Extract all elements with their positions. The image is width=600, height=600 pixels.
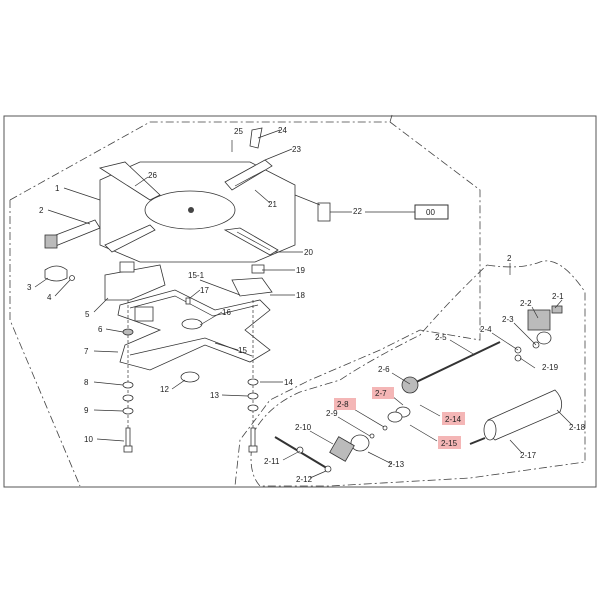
label-2: 2 bbox=[39, 206, 44, 215]
label-2-8: 2-8 bbox=[337, 400, 349, 409]
label-3: 3 bbox=[27, 283, 32, 292]
bolt-stack-right bbox=[247, 300, 259, 453]
label-2-7: 2-7 bbox=[375, 389, 387, 398]
highlight-2-7 bbox=[372, 387, 394, 399]
highlight-2-15 bbox=[438, 436, 461, 449]
part-3 bbox=[44, 265, 68, 282]
label-2-5: 2-5 bbox=[435, 333, 447, 342]
label-7: 7 bbox=[84, 347, 89, 356]
part-5 bbox=[104, 264, 166, 301]
label-2-13: 2-13 bbox=[388, 460, 405, 469]
label-26: 26 bbox=[148, 171, 157, 180]
label-1: 1 bbox=[55, 184, 60, 193]
label-15: 15 bbox=[238, 346, 247, 355]
label-2-18: 2-18 bbox=[569, 423, 586, 432]
highlight-2-8 bbox=[334, 398, 356, 410]
label-2-4: 2-4 bbox=[480, 325, 492, 334]
label-2-1: 2-1 bbox=[552, 292, 564, 301]
label-6: 6 bbox=[98, 325, 103, 334]
label-18: 18 bbox=[296, 291, 305, 300]
part-24 bbox=[249, 127, 263, 149]
label-2-10: 2-10 bbox=[295, 423, 312, 432]
label-4: 4 bbox=[47, 293, 52, 302]
label-14: 14 bbox=[284, 378, 293, 387]
label-8: 8 bbox=[84, 378, 89, 387]
label-17: 17 bbox=[200, 286, 209, 295]
label-group-2: 2 bbox=[507, 254, 512, 263]
cross-frame-15 bbox=[117, 289, 271, 371]
label-25: 25 bbox=[234, 127, 243, 136]
label-15-1: 15-1 bbox=[188, 271, 205, 280]
label-24: 24 bbox=[278, 126, 287, 135]
part-19 bbox=[251, 264, 265, 274]
part-22 bbox=[317, 202, 331, 222]
label-16: 16 bbox=[222, 308, 231, 317]
label-2-11: 2-11 bbox=[264, 457, 280, 466]
highlight-2-14 bbox=[442, 412, 465, 425]
bolt-stack-left bbox=[122, 300, 134, 453]
part-12 bbox=[180, 371, 200, 383]
label-2-2: 2-2 bbox=[520, 299, 532, 308]
label-2-15: 2-15 bbox=[441, 439, 458, 448]
label-12: 12 bbox=[160, 385, 169, 394]
sub-assembly-parts bbox=[274, 305, 563, 473]
label-2-3: 2-3 bbox=[502, 315, 514, 324]
label-22: 22 bbox=[353, 207, 362, 216]
part-4 bbox=[69, 275, 75, 281]
main-assembly-boundary bbox=[9, 114, 481, 487]
sub-assembly-boundary bbox=[250, 260, 586, 487]
label-2-14: 2-14 bbox=[445, 415, 462, 424]
assembly-box-label: 00 bbox=[426, 208, 435, 217]
label-2-19: 2-19 bbox=[542, 363, 559, 372]
label-21: 21 bbox=[268, 200, 277, 209]
clamp-arms bbox=[98, 159, 279, 256]
label-2-9: 2-9 bbox=[326, 409, 338, 418]
label-9: 9 bbox=[84, 406, 89, 415]
diagram-frame bbox=[3, 115, 597, 488]
label-20: 20 bbox=[304, 248, 313, 257]
label-10: 10 bbox=[84, 435, 93, 444]
label-2-12: 2-12 bbox=[296, 475, 313, 484]
label-2-6: 2-6 bbox=[378, 365, 390, 374]
label-5: 5 bbox=[85, 310, 90, 319]
label-23: 23 bbox=[292, 145, 301, 154]
leader-lines bbox=[34, 129, 573, 479]
label-2-17: 2-17 bbox=[520, 451, 537, 460]
part-18 bbox=[231, 277, 273, 297]
label-13: 13 bbox=[210, 391, 219, 400]
cylinder-part-2 bbox=[44, 219, 101, 249]
label-19: 19 bbox=[296, 266, 305, 275]
